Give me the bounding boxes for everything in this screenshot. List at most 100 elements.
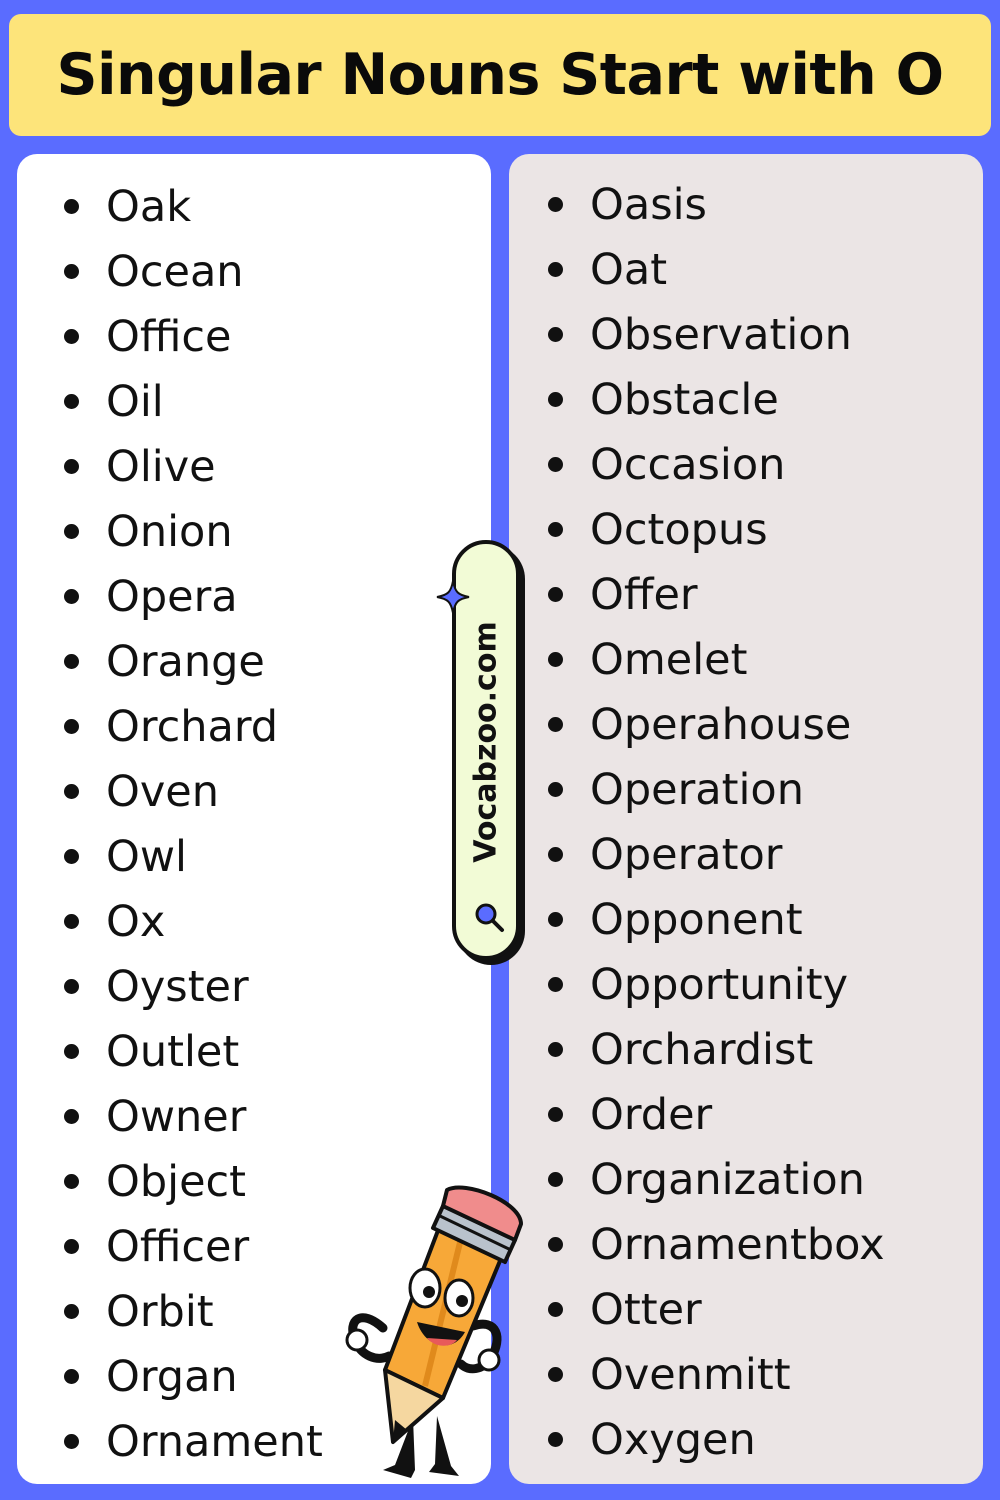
word-text: Outlet [106, 1026, 240, 1077]
word-text: Oat [590, 244, 668, 295]
word-text: Order [590, 1089, 713, 1140]
word-text: Organ [106, 1351, 238, 1402]
bullet-icon [548, 197, 563, 212]
bullet-icon [548, 1237, 563, 1252]
bullet-icon [548, 1042, 563, 1057]
list-item: Oak [64, 174, 323, 239]
list-item: Ornamentbox [548, 1212, 885, 1277]
word-text: Octopus [590, 504, 768, 555]
search-icon [475, 903, 504, 932]
list-item: Orchardist [548, 1017, 885, 1082]
word-text: Olive [106, 441, 216, 492]
bullet-icon [64, 459, 79, 474]
word-text: Opponent [590, 894, 803, 945]
bullet-icon [64, 264, 79, 279]
word-text: Onion [106, 506, 233, 557]
word-text: Offer [590, 569, 698, 620]
bullet-icon [64, 1109, 79, 1124]
list-item: Olive [64, 434, 323, 499]
bullet-icon [548, 1432, 563, 1447]
list-item: Oyster [64, 954, 323, 1019]
bullet-icon [548, 327, 563, 342]
word-text: Owner [106, 1091, 247, 1142]
word-text: Observation [590, 309, 852, 360]
list-item: Owner [64, 1084, 323, 1149]
word-text: Office [106, 311, 232, 362]
list-item: Ocean [64, 239, 323, 304]
bullet-icon [548, 262, 563, 277]
word-text: Ocean [106, 246, 244, 297]
list-item: Object [64, 1149, 323, 1214]
word-text: Orbit [106, 1286, 214, 1337]
list-item: Oven [64, 759, 323, 824]
word-text: Opportunity [590, 959, 849, 1010]
bullet-icon [64, 1304, 79, 1319]
word-text: Ornamentbox [590, 1219, 885, 1270]
bullet-icon [64, 654, 79, 669]
word-text: Oak [106, 181, 192, 232]
word-text: Officer [106, 1221, 250, 1272]
word-text: Oasis [590, 179, 707, 230]
list-item: Omelet [548, 627, 885, 692]
bullet-icon [64, 1174, 79, 1189]
list-item: Observation [548, 302, 885, 367]
word-text: Object [106, 1156, 247, 1207]
word-text: Opera [106, 571, 238, 622]
bullet-icon [548, 782, 563, 797]
bullet-icon [64, 849, 79, 864]
list-item: Office [64, 304, 323, 369]
word-text: Operator [590, 829, 783, 880]
bullet-icon [548, 457, 563, 472]
list-item: Operahouse [548, 692, 885, 757]
bullet-icon [548, 587, 563, 602]
list-item: Oat [548, 237, 885, 302]
list-item: Octopus [548, 497, 885, 562]
word-text: Operation [590, 764, 804, 815]
word-text: Oxygen [590, 1414, 756, 1465]
word-text: Occasion [590, 439, 786, 490]
word-text: Omelet [590, 634, 748, 685]
bullet-icon [64, 394, 79, 409]
sparkle-icon [436, 580, 470, 614]
bullet-icon [64, 914, 79, 929]
list-item: Orchard [64, 694, 323, 759]
bullet-icon [548, 912, 563, 927]
word-text: Orange [106, 636, 265, 687]
word-text: Ox [106, 896, 166, 947]
word-text: Organization [590, 1154, 865, 1205]
bullet-icon [548, 652, 563, 667]
bullet-icon [548, 1302, 563, 1317]
bullet-icon [64, 1239, 79, 1254]
list-item: Opportunity [548, 952, 885, 1017]
title-bar: Singular Nouns Start with O [9, 14, 991, 136]
list-item: Opera [64, 564, 323, 629]
list-item: Otter [548, 1277, 885, 1342]
list-item: Ornament [64, 1409, 323, 1474]
bullet-icon [548, 1172, 563, 1187]
bullet-icon [64, 199, 79, 214]
list-item: Oil [64, 369, 323, 434]
list-item: Occasion [548, 432, 885, 497]
word-text: Orchard [106, 701, 279, 752]
word-text: Oven [106, 766, 220, 817]
bullet-icon [64, 1434, 79, 1449]
list-item: Operator [548, 822, 885, 887]
list-item: Oasis [548, 172, 885, 237]
bullet-icon [64, 1369, 79, 1384]
list-item: Oxygen [548, 1407, 885, 1472]
list-item: Outlet [64, 1019, 323, 1084]
word-text: Owl [106, 831, 187, 882]
watermark-text: Vocabzoo.com [468, 621, 504, 863]
word-text: Operahouse [590, 699, 852, 750]
bullet-icon [64, 979, 79, 994]
bullet-icon [64, 784, 79, 799]
list-item: Officer [64, 1214, 323, 1279]
list-item: Operation [548, 757, 885, 822]
bullet-icon [548, 1367, 563, 1382]
bullet-icon [64, 1044, 79, 1059]
list-item: Ox [64, 889, 323, 954]
list-item: Onion [64, 499, 323, 564]
